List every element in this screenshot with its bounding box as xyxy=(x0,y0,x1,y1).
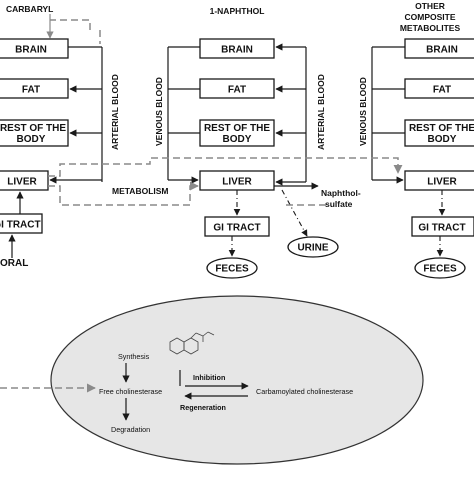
carbaryl-gi-box xyxy=(0,213,43,234)
carbaryl-compartment: CARBARYL BRAIN FAT REST OF THE BODY LIVE… xyxy=(0,4,120,269)
carbamoylated-cholinesterase-label: Carbamoylated cholinesterase xyxy=(256,387,353,396)
other-title-3: METABOLITES xyxy=(400,23,461,33)
cholinesterase-ellipse xyxy=(50,295,424,465)
carbaryl-feedback-path xyxy=(50,19,91,30)
carbaryl-fat-box xyxy=(0,78,69,99)
other-venous-label: VENOUS BLOOD xyxy=(358,77,368,146)
inhibition-label: Inhibition xyxy=(193,373,225,382)
other-rest-label-2: BODY xyxy=(428,134,457,145)
free-cholinesterase-label: Free cholinesterase xyxy=(99,387,162,396)
other-metabolites-compartment: OTHER COMPOSITE METABOLITES BRAIN FAT RE… xyxy=(358,1,474,279)
carbaryl-rest-label-1: REST OF THE xyxy=(0,123,66,134)
other-title-2: COMPOSITE xyxy=(404,12,455,22)
other-brain-label: BRAIN xyxy=(426,45,458,56)
metabolism-label: METABOLISM xyxy=(112,186,169,196)
regeneration-label: Regeneration xyxy=(180,403,226,412)
naphthol-sulfate-label-1: Naphthol- xyxy=(321,188,361,198)
carbaryl-liver-label: LIVER xyxy=(7,177,37,188)
carbaryl-rest-label-2: BODY xyxy=(17,134,46,145)
carbaryl-gi-label: GI TRACT xyxy=(0,220,41,231)
naphthol-title: 1-NAPHTHOL xyxy=(210,6,265,16)
metabolism-links: METABOLISM xyxy=(48,157,403,206)
other-feces-node xyxy=(414,257,466,279)
naphthol-gi-label: GI TRACT xyxy=(213,223,260,234)
carbaryl-brain-label: BRAIN xyxy=(15,45,47,56)
other-liver-label: LIVER xyxy=(427,177,457,188)
naphthol-compartment: 1-NAPHTHOL BRAIN FAT REST OF THE BODY LI… xyxy=(154,6,361,279)
carbaryl-oral-label: ORAL xyxy=(0,258,28,269)
other-rest-label-1: REST OF THE xyxy=(409,123,474,134)
urine-node xyxy=(287,236,339,258)
naphthol-rest-box xyxy=(199,119,275,147)
carbaryl-liver-box xyxy=(0,170,49,191)
naphthol-feces-label: FECES xyxy=(215,264,249,275)
carbaryl-fat-label: FAT xyxy=(22,85,40,96)
naphthol-gi-box xyxy=(204,216,270,237)
carbaryl-rest-box xyxy=(0,119,69,147)
naphthol-fat-label: FAT xyxy=(228,85,246,96)
other-gi-label: GI TRACT xyxy=(418,223,465,234)
naphthol-brain-box xyxy=(199,38,275,59)
other-title-1: OTHER xyxy=(415,1,445,11)
other-fat-label: FAT xyxy=(433,85,451,96)
carbaryl-arterial-label: ARTERIAL BLOOD xyxy=(110,74,120,150)
naphthol-venous-label: VENOUS BLOOD xyxy=(154,77,164,146)
other-rest-box xyxy=(404,119,474,147)
metabolism-dash-top xyxy=(48,157,403,177)
liver-to-urine-arrow xyxy=(281,189,308,237)
naphthol-sulfate-label-2: sulfate xyxy=(325,199,353,209)
naphthol-feces-node xyxy=(206,257,258,279)
naphthol-arterial-label: ARTERIAL BLOOD xyxy=(316,74,326,150)
other-gi-box xyxy=(411,216,474,237)
naphthol-liver-label: LIVER xyxy=(222,177,252,188)
synthesis-label: Synthesis xyxy=(118,352,150,361)
cholinesterase-inset: Synthesis Free cholinesterase Degradatio… xyxy=(0,295,424,465)
naphthol-rest-label-2: BODY xyxy=(223,134,252,145)
other-feces-label: FECES xyxy=(423,264,457,275)
urine-label: URINE xyxy=(297,243,328,254)
degradation-label: Degradation xyxy=(111,425,150,434)
naphthol-brain-label: BRAIN xyxy=(221,45,253,56)
carbaryl-brain-box xyxy=(0,38,69,59)
carbaryl-molecule-icon xyxy=(169,331,215,355)
naphthol-rest-label-1: REST OF THE xyxy=(204,123,270,134)
metabolism-dash-bottom xyxy=(48,181,199,206)
carbaryl-title: CARBARYL xyxy=(6,4,53,14)
other-brain-box xyxy=(404,38,474,59)
